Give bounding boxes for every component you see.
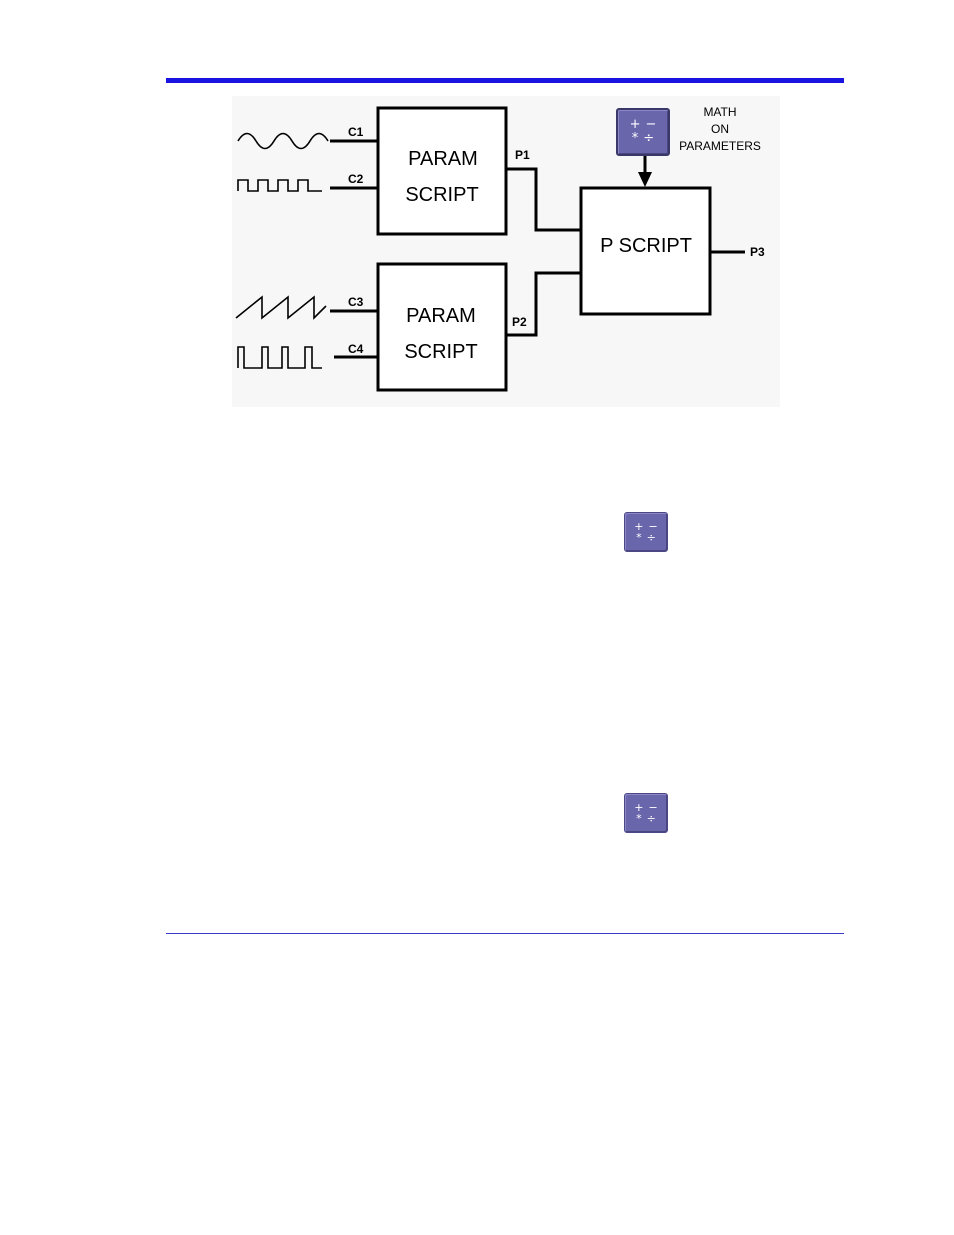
- c1-label: C1: [348, 125, 364, 139]
- divide-symbol: ÷: [643, 132, 654, 146]
- footer-rule: [166, 933, 844, 934]
- param-script-block-1: [378, 108, 506, 234]
- math-key-icon-2: + − * ÷: [624, 793, 668, 833]
- c2-label: C2: [348, 172, 364, 186]
- p-script-label: P SCRIPT: [600, 235, 692, 257]
- param-script-2-line2: SCRIPT: [404, 341, 477, 363]
- divide-symbol: ÷: [647, 813, 656, 824]
- minus-symbol: −: [646, 118, 657, 132]
- times-symbol: *: [636, 532, 642, 543]
- square-wave-icon: [238, 180, 322, 191]
- plus-symbol: +: [630, 118, 641, 132]
- times-symbol: *: [636, 813, 642, 824]
- math-caption-line2: ON: [711, 122, 729, 136]
- divide-symbol: ÷: [647, 532, 656, 543]
- math-key-icon-1: + − * ÷: [624, 512, 668, 552]
- sine-wave-icon: [238, 134, 328, 149]
- p3-label: P3: [750, 245, 765, 259]
- math-on-parameters-key-icon: + − * ÷: [616, 108, 670, 156]
- c4-label: C4: [348, 342, 364, 356]
- math-arrow-head: [638, 172, 652, 187]
- param-script-block-2: [378, 264, 506, 390]
- pulse-wave-icon: [238, 347, 322, 368]
- p1-connection: [506, 169, 581, 230]
- sawtooth-wave-icon: [236, 297, 326, 318]
- math-caption-line1: MATH: [703, 105, 736, 119]
- p1-label: P1: [515, 148, 530, 162]
- param-script-2-line1: PARAM: [406, 305, 476, 327]
- c3-label: C3: [348, 295, 364, 309]
- param-script-1-line1: PARAM: [408, 148, 478, 170]
- p2-label: P2: [512, 315, 527, 329]
- math-caption-line3: PARAMETERS: [679, 139, 761, 153]
- param-script-1-line2: SCRIPT: [405, 184, 478, 206]
- times-symbol: *: [632, 132, 639, 146]
